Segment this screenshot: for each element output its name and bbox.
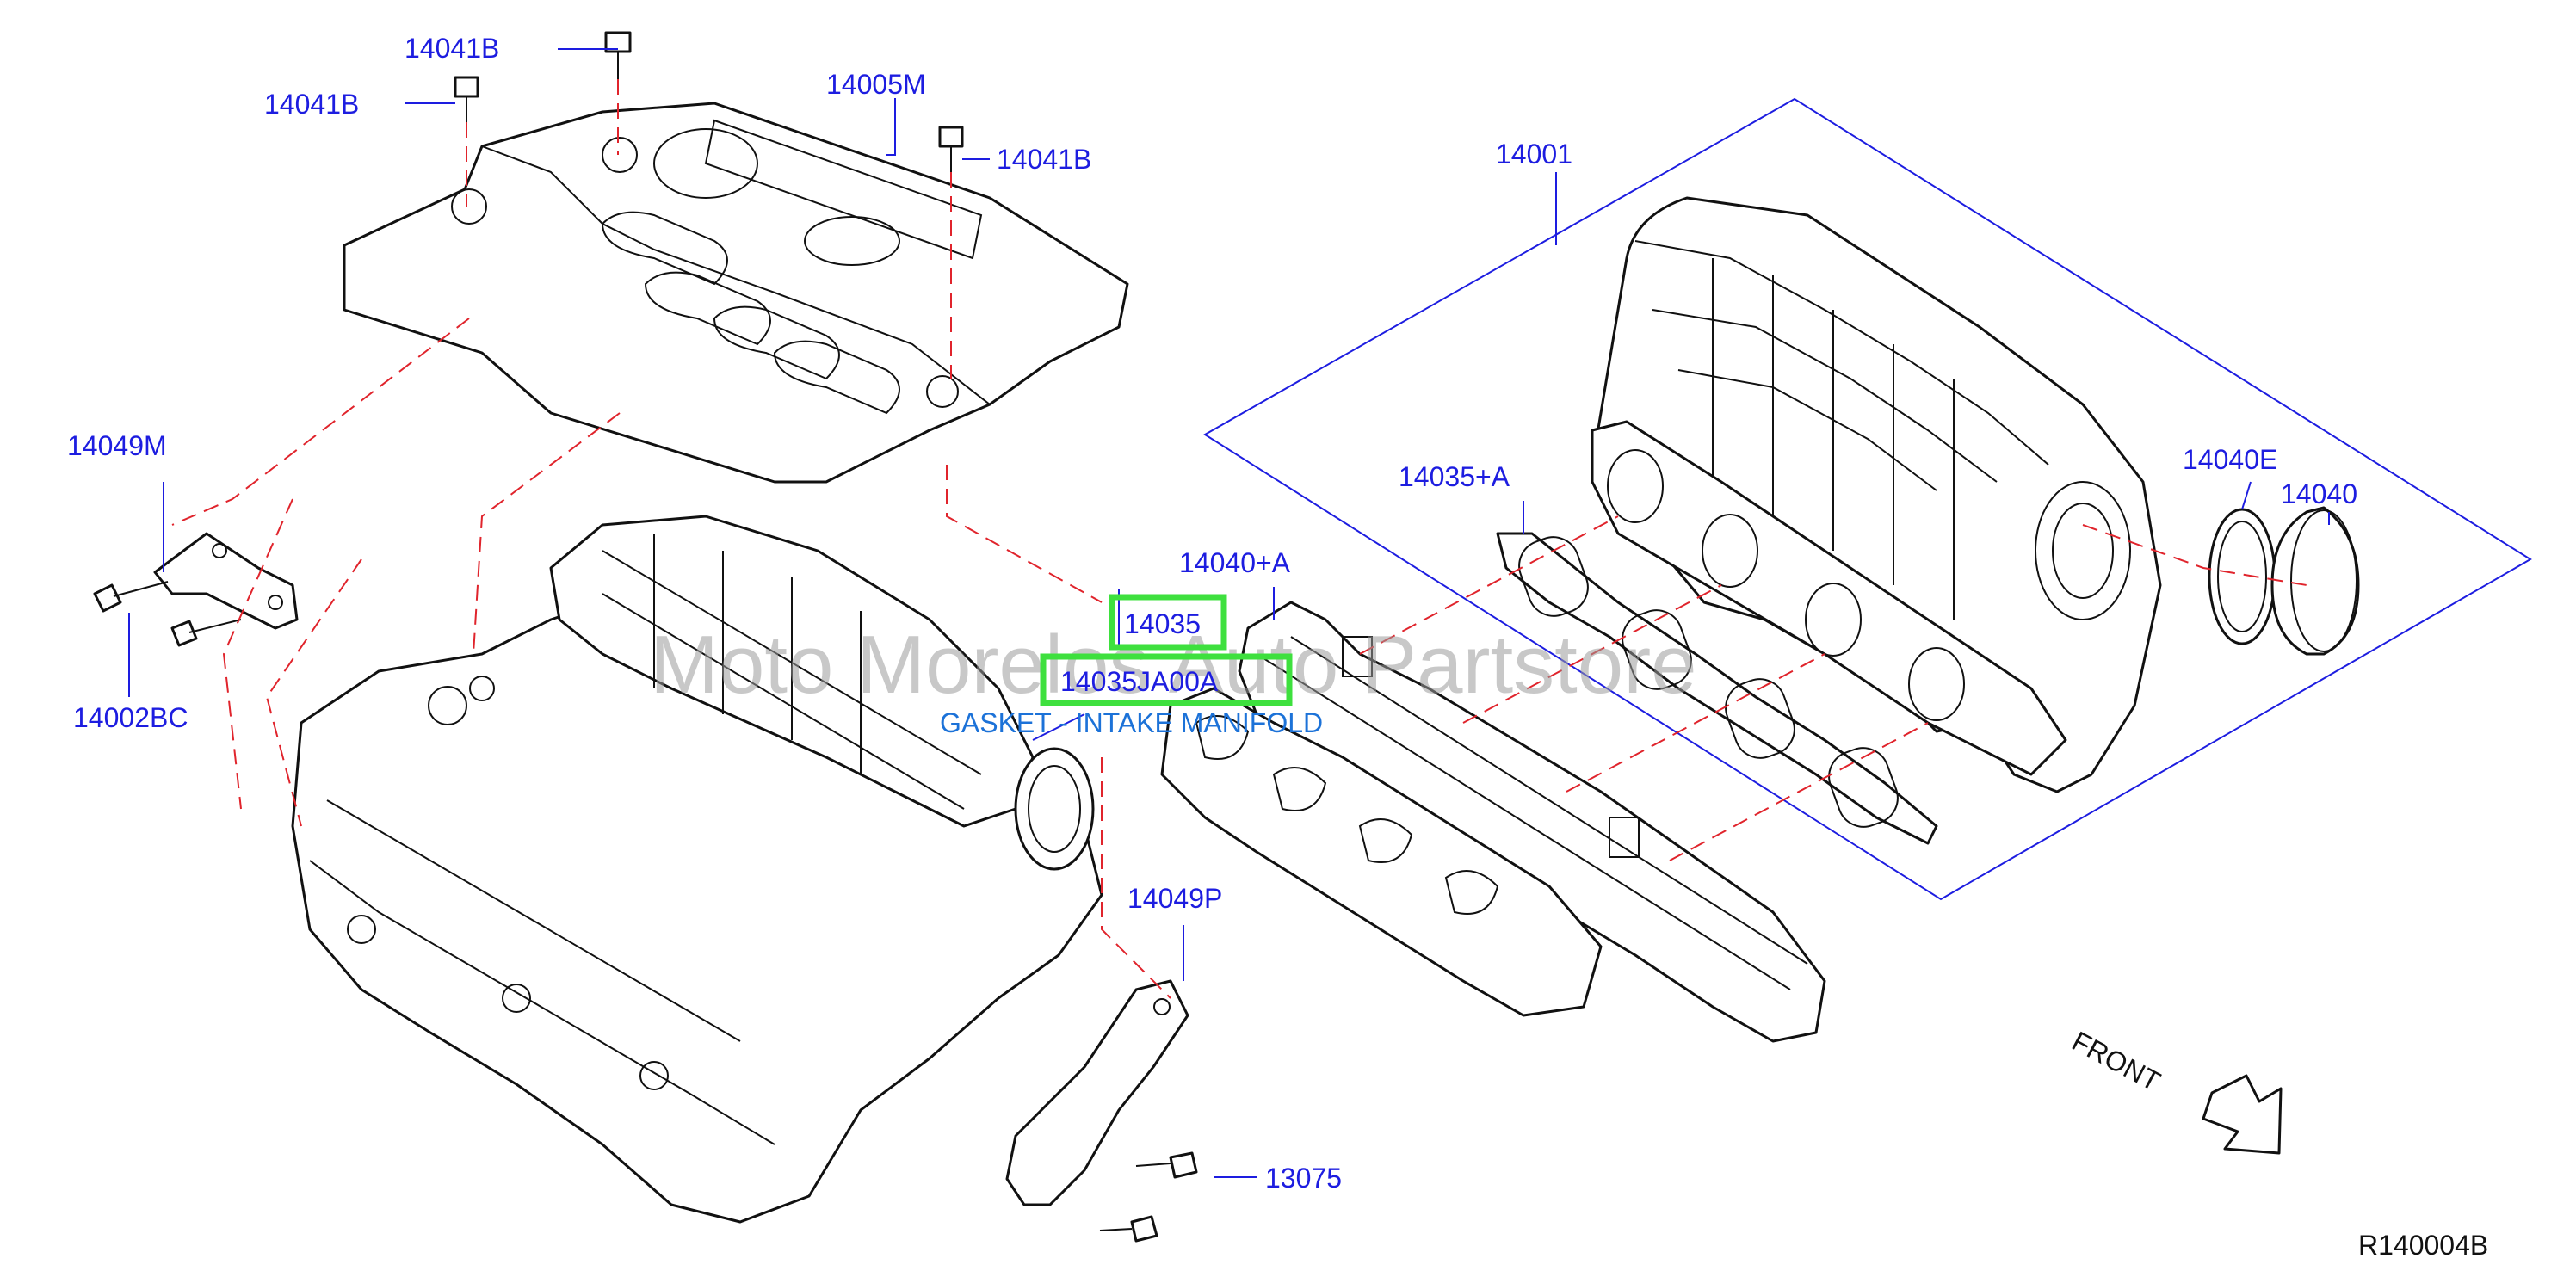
bolt-14002bc-b[interactable] [170, 619, 242, 647]
engine-cover[interactable] [343, 102, 1129, 484]
front-label: FRONT [2067, 1025, 2165, 1097]
gasket-ring-set[interactable] [1496, 530, 1938, 845]
label-14049p[interactable]: 14049P [1127, 883, 1222, 914]
label-14035ja00a[interactable]: 14035JA00A [1060, 666, 1219, 697]
selected-part-description: GASKET - INTAKE MANIFOLD [940, 707, 1323, 738]
label-14041b-right[interactable]: 14041B [997, 144, 1091, 175]
label-14041b-left[interactable]: 14041B [264, 89, 359, 120]
diagram-code: R140004B [2358, 1230, 2488, 1261]
label-14035-a[interactable]: 14035+A [1399, 461, 1510, 492]
label-14049m[interactable]: 14049M [67, 430, 167, 461]
intake-manifold-flange [1591, 420, 2067, 776]
bolt-13075-b[interactable] [1099, 1215, 1158, 1243]
intake-manifold-assembly-box [1203, 97, 2532, 901]
watermark: Moto Morelos Auto Partstore [650, 619, 1697, 711]
front-arrow-icon [2202, 1074, 2283, 1155]
engine-intake-plenum [549, 515, 1095, 871]
leader-lines [128, 48, 2330, 1178]
label-14005m[interactable]: 14005M [826, 69, 926, 100]
front-direction-indicator: FRONT [2067, 1025, 2283, 1155]
throttle-gasket-14040e[interactable] [2208, 508, 2276, 645]
bolt-14041b-top[interactable] [604, 31, 632, 79]
highlight-box-14035ja00a [1040, 653, 1293, 706]
label-14041b-top[interactable]: 14041B [405, 33, 499, 64]
label-14040e[interactable]: 14040E [2183, 444, 2277, 475]
highlight-box-14035 [1109, 594, 1227, 651]
label-14040-a[interactable]: 14040+A [1179, 547, 1291, 578]
label-13075[interactable]: 13075 [1265, 1163, 1342, 1194]
bolt-13075-a[interactable] [1135, 1151, 1198, 1179]
bolt-14041b-right[interactable] [938, 126, 964, 172]
label-14001[interactable]: 14001 [1496, 139, 1572, 170]
label-14035[interactable]: 14035 [1124, 608, 1201, 639]
intake-manifold[interactable] [1591, 196, 2162, 793]
assembly-guide-lines [171, 79, 2307, 999]
label-14040[interactable]: 14040 [2281, 478, 2357, 509]
bracket-14049p[interactable] [1005, 979, 1189, 1206]
bolt-14041b-left[interactable] [454, 76, 479, 122]
throttle-spacer-14040[interactable] [2270, 506, 2360, 656]
label-14002bc[interactable]: 14002BC [73, 702, 188, 733]
bracket-14049m[interactable] [153, 532, 299, 630]
intake-gasket[interactable] [1160, 687, 1603, 1017]
bolt-14002bc-a[interactable] [93, 581, 169, 613]
